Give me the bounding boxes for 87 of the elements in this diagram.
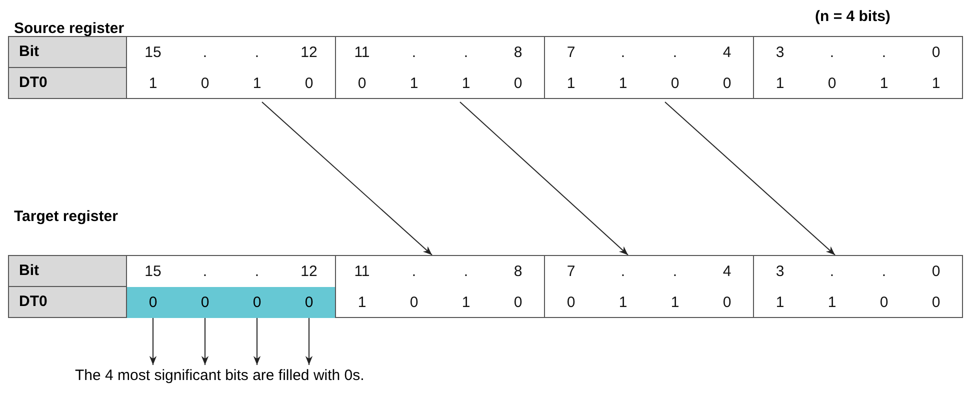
ellipsis-dot: . (410, 262, 418, 282)
bit-value: 1 (826, 293, 838, 313)
bit-value: 0 (512, 74, 524, 94)
bit-number: 4 (722, 43, 732, 63)
arrow (460, 102, 628, 256)
bit-value: 1 (878, 74, 890, 94)
footnote: The 4 most significant bits are filled with 0s. (75, 367, 364, 384)
ellipsis-dot: . (410, 43, 418, 63)
bit-value: 0 (930, 293, 942, 313)
bit-number: 0 (930, 43, 942, 63)
ellipsis-dot: . (828, 262, 836, 282)
bit-number: 11 (353, 262, 371, 282)
bit-value: 1 (618, 293, 628, 313)
bit-width-note: (n = 4 bits) (815, 8, 890, 25)
bit-value: 1 (566, 74, 576, 94)
arrow (149, 318, 157, 366)
row-header: Bit (8, 36, 127, 68)
ellipsis-dot: . (202, 43, 208, 63)
bit-value: 1 (774, 74, 786, 94)
bit-number: 12 (300, 43, 318, 63)
row-header: Bit (8, 255, 127, 287)
arrow (201, 318, 209, 366)
bit-group (335, 36, 545, 99)
bit-group (544, 255, 754, 318)
highlighted-bit-cell: 0 (231, 287, 283, 318)
bit-value: 0 (356, 74, 368, 94)
bit-value: 0 (408, 293, 420, 313)
bit-number: 7 (566, 43, 576, 63)
bit-number: 15 (144, 43, 162, 63)
bit-number: 0 (930, 262, 942, 282)
bit-value: 0 (200, 74, 210, 94)
bit-group (544, 36, 754, 99)
bit-number: 3 (774, 43, 786, 63)
ellipsis-dot: . (880, 262, 888, 282)
bit-value: 0 (512, 293, 524, 313)
bit-value: 1 (618, 74, 628, 94)
bit-value: 0 (722, 74, 732, 94)
highlighted-bit-cell: 0 (127, 287, 179, 318)
ellipsis-dot: . (254, 262, 260, 282)
bit-value: 1 (460, 74, 472, 94)
ellipsis-dot: . (202, 262, 208, 282)
bit-number: 3 (774, 262, 786, 282)
ellipsis-dot: . (672, 43, 678, 63)
arrow (253, 318, 261, 366)
register-title: Target register (14, 208, 118, 225)
row-header: DT0 (8, 286, 127, 318)
bit-number: 12 (300, 262, 318, 282)
bit-number: 8 (512, 262, 524, 282)
bit-value: 1 (356, 293, 368, 313)
bit-value: 1 (930, 74, 942, 94)
highlighted-bit-cell: 0 (283, 287, 335, 318)
ellipsis-dot: . (880, 43, 888, 63)
bit-value: 0 (670, 74, 680, 94)
bit-group (126, 255, 336, 318)
bit-group (335, 255, 545, 318)
bit-value: 1 (252, 74, 262, 94)
bit-value: 1 (774, 293, 786, 313)
ellipsis-dot: . (672, 262, 678, 282)
ellipsis-dot: . (620, 262, 626, 282)
bit-number: 4 (722, 262, 732, 282)
bit-number: 7 (566, 262, 576, 282)
bit-group (126, 36, 336, 99)
ellipsis-dot: . (254, 43, 260, 63)
bit-value: 0 (304, 74, 314, 94)
ellipsis-dot: . (828, 43, 836, 63)
arrow (305, 318, 313, 366)
bit-value: 0 (722, 293, 732, 313)
bit-number: 15 (144, 262, 162, 282)
highlighted-bit-cell: 0 (179, 287, 231, 318)
ellipsis-dot: . (462, 262, 470, 282)
ellipsis-dot: . (620, 43, 626, 63)
bit-value: 1 (670, 293, 680, 313)
bit-value: 1 (148, 74, 158, 94)
arrow (664, 102, 836, 256)
bit-value: 1 (460, 293, 472, 313)
register-title: Source register (14, 20, 124, 37)
bit-number: 8 (512, 43, 524, 63)
bit-value: 1 (408, 74, 420, 94)
bit-group (753, 36, 963, 99)
arrow (262, 102, 432, 256)
bit-number: 11 (353, 43, 371, 63)
ellipsis-dot: . (462, 43, 470, 63)
bit-value: 0 (566, 293, 576, 313)
bit-value: 0 (878, 293, 890, 313)
row-header: DT0 (8, 67, 127, 99)
bit-value: 0 (826, 74, 838, 94)
bit-group (753, 255, 963, 318)
